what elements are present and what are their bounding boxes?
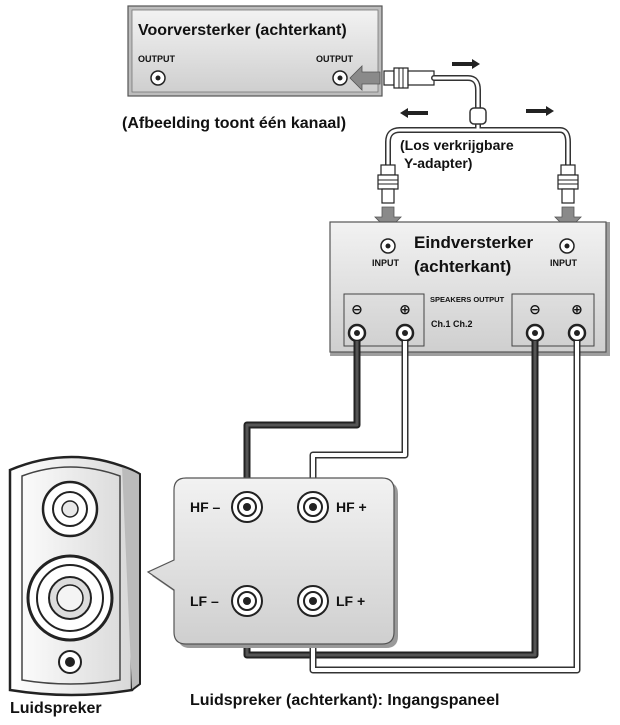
- bass-port-icon: [58, 650, 82, 674]
- rca-plug-right: [557, 164, 579, 204]
- ch1-minus-symbol: ⊖: [351, 301, 363, 317]
- cable-ch1-minus-hf-minus: [243, 341, 361, 500]
- hf-plus-label: HF +: [336, 499, 367, 515]
- hf-minus-terminal: [231, 491, 263, 523]
- ch1-minus-terminal: [347, 323, 367, 343]
- preamp-output-label-left: OUTPUT: [138, 54, 176, 64]
- poweramp-title-line1: Eindversterker: [414, 233, 533, 252]
- poweramp-input-jack-right: [559, 238, 575, 254]
- y-adapter-label-line2: Y-adapter): [404, 155, 472, 171]
- speaker-cabinet-icon: [8, 455, 141, 697]
- ch2-minus-terminal: [525, 323, 545, 343]
- poweramp-title-line2: (achterkant): [414, 257, 511, 276]
- signal-arrow-1: [452, 59, 480, 69]
- tweeter-icon: [41, 480, 99, 538]
- speakers-output-label: SPEAKERS OUTPUT: [430, 295, 505, 304]
- lf-plus-terminal: [297, 585, 329, 617]
- poweramp-panel: Eindversterker (achterkant) INPUT INPUT …: [329, 221, 610, 356]
- hf-minus-label: HF –: [190, 499, 221, 515]
- signal-arrow-3: [526, 106, 554, 116]
- woofer-icon: [26, 554, 114, 642]
- preamp-panel: Voorversterker (achterkant) OUTPUT OUTPU…: [127, 5, 383, 97]
- channels-label: Ch.1 Ch.2: [431, 319, 473, 329]
- y-adapter-junction: [469, 107, 487, 125]
- speaker-caption: Luidspreker: [10, 700, 102, 717]
- ch1-plus-terminal: [395, 323, 415, 343]
- lf-plus-label: LF +: [336, 593, 365, 609]
- ch1-plus-symbol: ⊕: [399, 301, 411, 317]
- lf-minus-terminal: [231, 585, 263, 617]
- poweramp-input-label-right: INPUT: [550, 258, 578, 268]
- signal-arrow-2: [400, 108, 428, 118]
- preamp-output-jack-left: [150, 70, 166, 86]
- preamp-title: Voorversterker (achterkant): [138, 22, 347, 39]
- preamp-output-label-right: OUTPUT: [316, 54, 354, 64]
- ch2-plus-terminal: [567, 323, 587, 343]
- y-adapter-label-line1: (Los verkrijgbare: [400, 137, 514, 153]
- poweramp-input-label-left: INPUT: [372, 258, 400, 268]
- ch2-minus-symbol: ⊖: [529, 301, 541, 317]
- insert-arrow-preamp: [349, 65, 381, 91]
- channel-note: (Afbeelding toont één kanaal): [122, 115, 346, 132]
- speaker-input-panel: HF – HF + LF – LF +: [146, 477, 398, 648]
- input-panel-caption: Luidspreker (achterkant): Ingangspaneel: [190, 692, 499, 709]
- rca-plug-left: [377, 164, 399, 204]
- lf-minus-label: LF –: [190, 593, 219, 609]
- poweramp-input-jack-left: [380, 238, 396, 254]
- ch2-plus-symbol: ⊕: [571, 301, 583, 317]
- rca-plug-preamp: [383, 67, 435, 89]
- hf-plus-terminal: [297, 491, 329, 523]
- preamp-output-jack-right: [332, 70, 348, 86]
